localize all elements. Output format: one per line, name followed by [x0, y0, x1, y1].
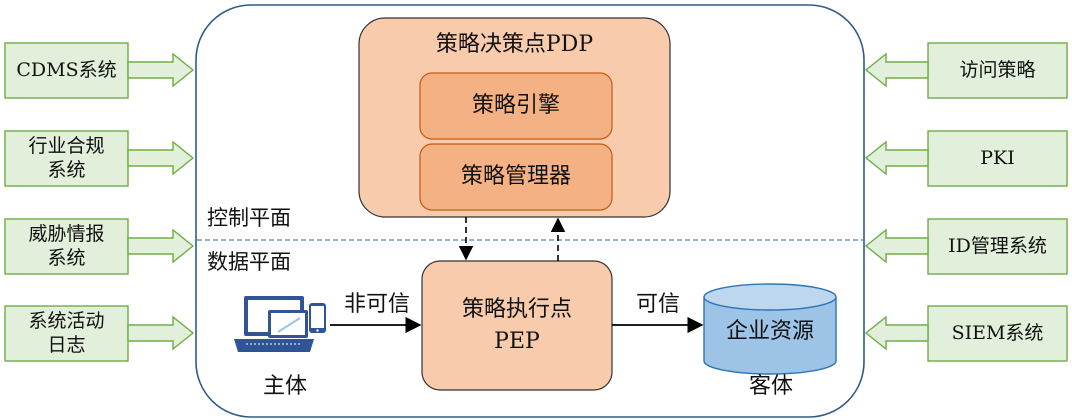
left-block-arrow-1 [127, 52, 195, 88]
right-block-arrow-3 [864, 228, 929, 264]
left-box-cdms [4, 42, 129, 99]
left-block-arrow-2 [127, 140, 195, 176]
policy-engine-box [419, 72, 613, 140]
left-block-arrow-3 [127, 228, 195, 264]
right-block-arrow-4 [864, 315, 929, 351]
right-box-access-policy [927, 42, 1068, 99]
right-label-pki: PKI [980, 146, 1015, 169]
right-label-access-policy: 访问策略 [959, 58, 1036, 81]
right-block-arrow-2 [864, 140, 929, 176]
right-box-id-management [927, 218, 1068, 275]
pep-label: 策略执行点 PEP [461, 296, 572, 354]
right-box-siem [927, 305, 1068, 362]
pdp-title: 策略决策点PDP [435, 32, 594, 58]
left-label-activity-log: 系统活动 日志 [28, 309, 105, 356]
control-plane-label: 控制平面 [207, 205, 291, 230]
computer-icon [234, 296, 326, 352]
policy-manager-box [419, 143, 613, 211]
right-block-arrow-1 [864, 52, 929, 88]
trusted-edge-label: 可信 [635, 292, 680, 318]
right-label-id-management: ID管理系统 [948, 234, 1047, 257]
right-label-siem: SIEM系统 [951, 321, 1044, 344]
policy-engine-label: 策略引擎 [471, 93, 560, 119]
untrusted-edge-label: 非可信 [343, 292, 410, 318]
left-label-compliance: 行业合规 系统 [28, 134, 105, 181]
right-box-pki [927, 130, 1068, 187]
enterprise-resource-label: 企业资源 [725, 319, 814, 345]
data-plane-label: 数据平面 [207, 249, 291, 274]
left-block-arrow-4 [127, 315, 195, 351]
enterprise-resource-cylinder [703, 283, 837, 375]
left-label-threat-intel: 威胁情报 系统 [28, 222, 105, 269]
object-label: 客体 [748, 374, 793, 400]
policy-manager-label: 策略管理器 [460, 164, 571, 190]
left-label-cdms: CDMS系统 [16, 58, 117, 81]
subject-label: 主体 [262, 374, 307, 400]
left-box-compliance [4, 130, 129, 187]
left-box-threat-intel [4, 218, 129, 275]
